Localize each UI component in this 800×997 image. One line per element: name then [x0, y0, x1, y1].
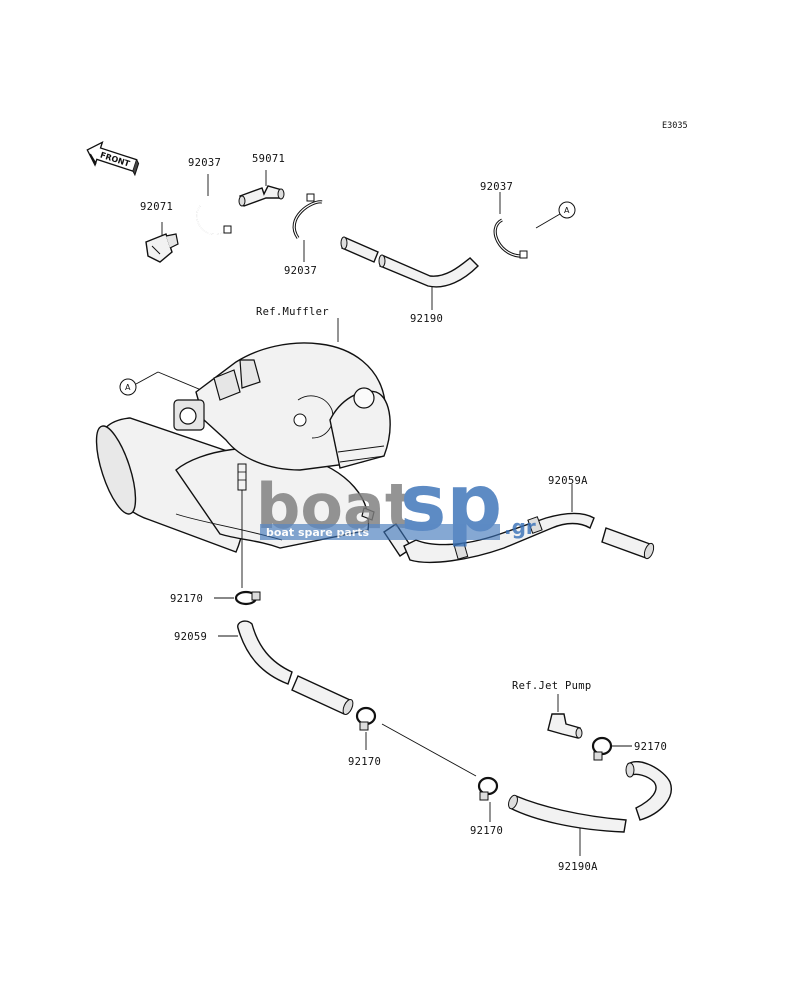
label-92170-c: 92170	[634, 741, 667, 753]
part-92190A-hose	[508, 761, 672, 856]
label-92037-mid: 92037	[284, 265, 317, 277]
part-92071-plug	[145, 222, 179, 263]
part-92037-clamp-left	[196, 174, 232, 235]
part-92170-clamp-a	[214, 490, 261, 606]
label-92037-right: 92037	[480, 181, 513, 193]
part-92037-clamp-mid	[292, 193, 323, 262]
watermark-suffix: .gr	[504, 515, 536, 539]
svg-text:A: A	[125, 383, 131, 392]
label-59071: 59071	[252, 153, 285, 165]
front-arrow-icon: FRONT	[86, 140, 140, 177]
label-92190A: 92190A	[558, 861, 598, 873]
label-92059A: 92059A	[548, 475, 588, 487]
part-92059-hose	[218, 620, 354, 715]
muffler-body	[95, 342, 391, 553]
watermark-tagline: boat spare parts	[266, 526, 369, 539]
label-ref-jet-pump: Ref.Jet Pump	[512, 680, 591, 692]
svg-text:A: A	[564, 206, 570, 215]
part-59071-elbow	[238, 170, 285, 207]
part-jet-pump-fitting	[547, 694, 583, 739]
part-92190-hose	[340, 236, 479, 310]
label-92059: 92059	[174, 631, 207, 643]
diagram-code: E3035	[662, 121, 688, 131]
part-92037-clamp-right	[493, 192, 561, 259]
label-92190: 92190	[410, 313, 443, 325]
part-92170-clamp-b	[355, 706, 477, 777]
callout-a-muffler: A	[119, 371, 231, 403]
label-92037-left: 92037	[188, 157, 221, 169]
label-92071: 92071	[140, 201, 173, 213]
part-92170-clamp-c	[591, 736, 632, 761]
label-92170-a: 92170	[170, 593, 203, 605]
label-92170-b: 92170	[348, 756, 381, 768]
callout-a-top: A	[558, 201, 576, 219]
part-92170-clamp-d	[477, 776, 499, 822]
label-92170-d: 92170	[470, 825, 503, 837]
label-ref-muffler: Ref.Muffler	[256, 306, 329, 318]
watermark-logo: boat sp .gr boat spare parts	[256, 459, 536, 549]
